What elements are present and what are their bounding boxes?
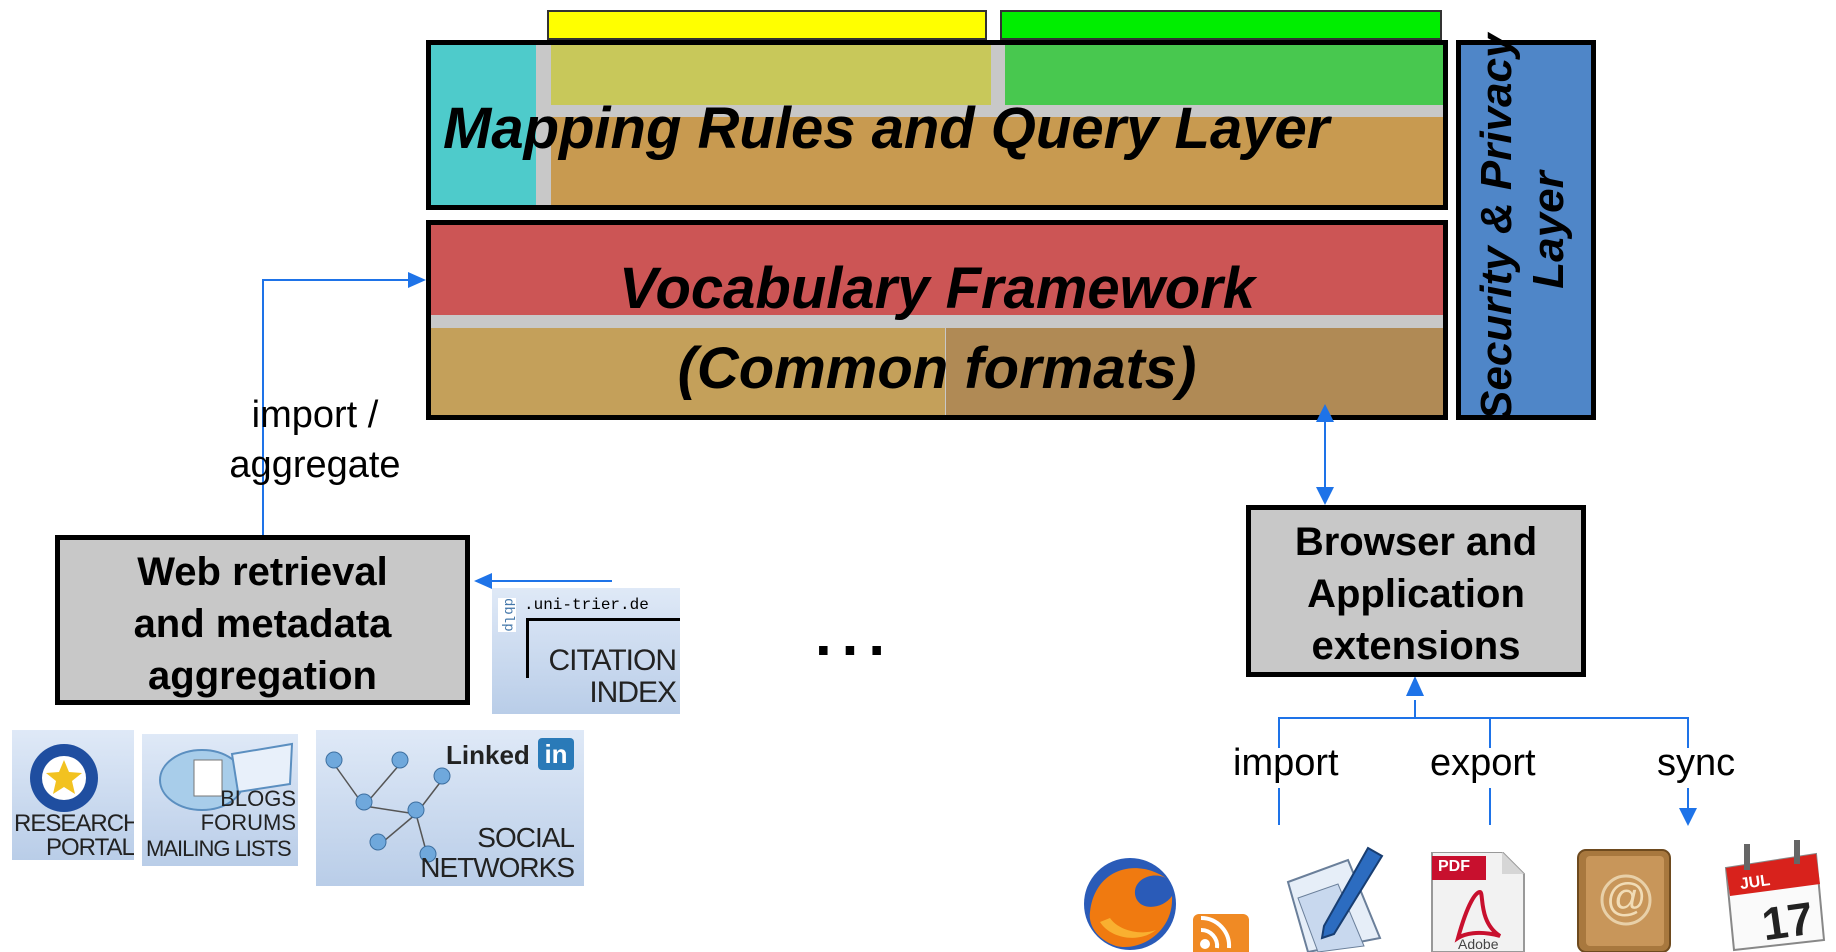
paper-pen-icon [1286, 846, 1384, 952]
vocabulary-layer: Vocabulary Framework (Common formats) [426, 220, 1448, 420]
browser-line1: Browser and [1294, 520, 1538, 564]
index-text: INDEX [589, 676, 677, 709]
social-network-graph-icon [325, 751, 451, 863]
blogs-text: BLOGS [220, 786, 296, 811]
import-aggregate-line1: import / [251, 394, 379, 436]
firefox-icon [1080, 852, 1180, 952]
firefox-globe-icon [1084, 858, 1176, 950]
mailing-lists-text: MAILING LISTS [146, 836, 292, 861]
web-retrieval-line1: Web retrieval [137, 550, 388, 594]
browser-line2: Application [1307, 572, 1525, 616]
calendar-page-icon [1724, 840, 1826, 952]
security-layer: Security & Privacy Layer [1456, 34, 1596, 420]
linkedin-word: Linked [446, 740, 530, 770]
mapping-layer: Mapping Rules and Query Layer [426, 40, 1448, 210]
dblp-host-text: .uni-trier.de [524, 596, 649, 614]
dblp-bracket [526, 618, 680, 678]
portal-text: PORTAL [46, 834, 134, 860]
formats-block-left [431, 328, 945, 415]
export-label: export [1430, 742, 1536, 784]
common-formats-title: (Common formats) [677, 336, 1197, 401]
sync-label: sync [1657, 742, 1736, 784]
yellow-strip [547, 10, 987, 40]
green-strip [1000, 10, 1442, 40]
mapping-cyan-block [431, 45, 536, 205]
ellipsis-label: ... [815, 601, 896, 668]
vocabulary-layer-title: Vocabulary Framework [618, 256, 1256, 321]
mapping-olive-block [551, 45, 991, 105]
browser-line3: extensions [1311, 624, 1521, 668]
research-portal-icon [30, 744, 98, 812]
pdf-label: PDF [1438, 858, 1470, 875]
address-at-symbol: @ [1606, 876, 1647, 920]
calendar-day: 17 [1758, 891, 1817, 951]
research-portal-tile: RESEARCH PORTAL [12, 730, 134, 860]
citation-text: CITATION [548, 644, 677, 677]
mapping-tan-block [551, 117, 1443, 205]
mapping-green-block [1005, 45, 1443, 105]
speech-bubble-icon [159, 742, 294, 811]
address-book-body-icon [1577, 849, 1671, 952]
vocabulary-red-block [431, 225, 1443, 315]
pdf-page-icon [1431, 852, 1525, 952]
import-aggregate-label: import / aggregate [195, 390, 435, 490]
formats-block-right [946, 328, 1443, 415]
web-retrieval-line2: and metadata [133, 602, 392, 646]
dblp-citation-index-tile: dblp .uni-trier.de CITATION INDEX [492, 588, 680, 714]
text-editor-icon [1268, 842, 1404, 952]
web-retrieval-box: Web retrieval and metadata aggregation [55, 535, 470, 705]
blogs-forums-tile: BLOGS FORUMS MAILING LISTS [142, 734, 298, 866]
web-retrieval-line3: aggregation [148, 654, 377, 698]
rss-waves-icon [1200, 915, 1232, 949]
forums-text: FORUMS [200, 810, 296, 835]
social-text: SOCIAL [477, 822, 575, 853]
import-aggregate-line2: aggregate [229, 444, 401, 486]
linkedin-in-badge: in [538, 738, 574, 770]
social-networks-tile: Linked in SOCIAL NETWORKS [316, 730, 584, 886]
import-label: import [1233, 742, 1339, 784]
networks-text: NETWORKS [420, 852, 575, 883]
mapping-layer-title: Mapping Rules and Query Layer [443, 96, 1330, 161]
address-book-icon: @ [1568, 846, 1678, 952]
rss-icon [1193, 914, 1249, 952]
adobe-label: Adobe [1458, 936, 1499, 952]
dblp-vertical-text: dblp [498, 598, 516, 632]
calendar-icon: JUL 17 [1720, 840, 1830, 952]
research-text: RESEARCH [14, 810, 134, 837]
pdf-document-icon: PDF Adobe [1428, 852, 1528, 952]
browser-extensions-box: Browser and Application extensions [1246, 505, 1586, 677]
